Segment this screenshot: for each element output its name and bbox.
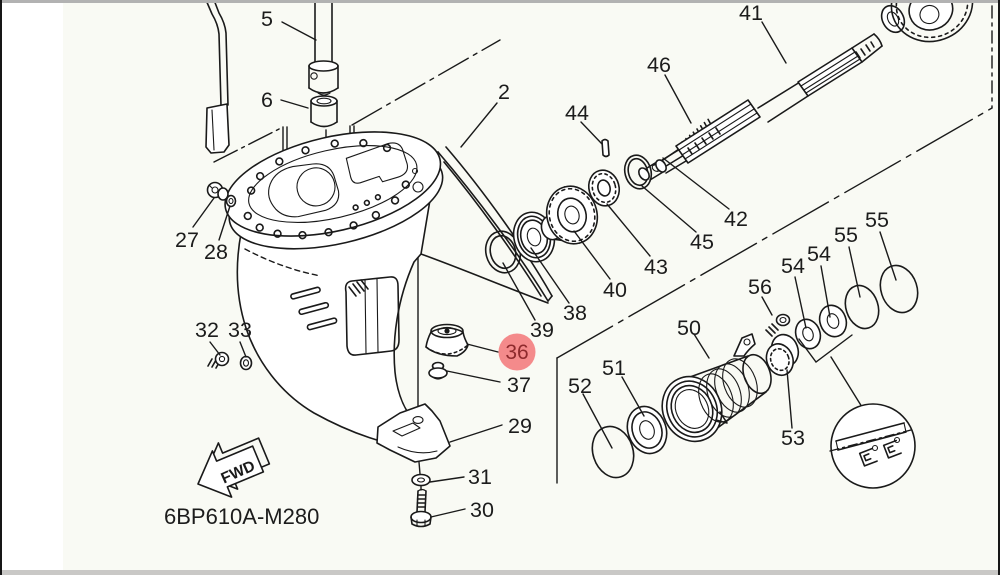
bottom-scrollbar[interactable]: [0, 570, 1000, 575]
pin-44-drawing: [601, 138, 610, 158]
part-label-38: 38: [563, 301, 587, 325]
part-label-32: 32: [195, 318, 219, 342]
part-label-51: 51: [602, 356, 626, 380]
leader-42: [662, 157, 730, 210]
leader-41: [761, 21, 787, 64]
part-label-39: 39: [530, 318, 554, 342]
leader-27: [192, 197, 215, 228]
part-label-53: 53: [781, 426, 805, 450]
leader-2: [460, 102, 498, 148]
leader-32: [209, 341, 221, 356]
leader-38: [530, 247, 570, 304]
prop-shaft-drawing: [638, 0, 974, 181]
leader-54a: [794, 276, 807, 329]
part-label-27: 27: [175, 228, 199, 252]
part-label-55a: 55: [834, 223, 858, 247]
leader-6: [280, 99, 309, 109]
leader-55b: [879, 231, 897, 281]
bushing-53-drawing: [765, 333, 800, 377]
part-label-5: 5: [261, 7, 273, 31]
leader-54b: [820, 265, 831, 318]
part-label-50: 50: [677, 316, 701, 340]
part-label-56: 56: [748, 275, 772, 299]
screw-27-28-drawing: [206, 181, 237, 208]
part-label-6: 6: [261, 88, 273, 112]
leader-55a: [848, 246, 861, 298]
highlight-circle[interactable]: [498, 333, 536, 371]
leader-31: [429, 476, 465, 483]
leader-45: [641, 185, 697, 233]
leader-46: [664, 74, 692, 124]
fwd-arrow: FWD: [197, 437, 271, 498]
part-label-30: 30: [470, 498, 494, 522]
detail-circle: [829, 403, 916, 489]
leader-5: [281, 21, 317, 41]
part-label-31: 31: [468, 465, 492, 489]
part-label-28: 28: [204, 240, 228, 264]
leader-40: [573, 230, 611, 280]
part-label-41: 41: [739, 1, 763, 25]
detail-leader: [830, 356, 863, 408]
part-label-52: 52: [568, 374, 592, 398]
leader-43: [606, 203, 651, 257]
leader-50: [693, 333, 710, 359]
part-37-drawing: [428, 361, 448, 380]
leader-51: [621, 376, 645, 417]
part-label-42: 42: [724, 207, 748, 231]
leader-36: [466, 343, 499, 353]
leader-56: [761, 296, 773, 316]
washer-31-drawing: [411, 473, 431, 487]
bracket-29-drawing: [376, 403, 451, 463]
bolt-30-drawing: [410, 488, 432, 528]
part-label-55b: 55: [865, 208, 889, 232]
part-label-33: 33: [228, 318, 252, 342]
part-label-46: 46: [647, 53, 671, 77]
washer-54-drawing: [794, 318, 822, 350]
leader-28: [218, 205, 231, 241]
part-label-40: 40: [603, 278, 627, 302]
bolt-56-drawing: [765, 313, 791, 337]
leader-29: [449, 424, 503, 443]
screw-32-33-drawing: [207, 351, 253, 371]
part-label-2: 2: [498, 80, 510, 104]
part-label-45: 45: [690, 230, 714, 254]
part-label-37: 37: [507, 373, 531, 397]
o-ring-55-drawing: [844, 284, 880, 330]
shift-rod-drawing: [205, 0, 230, 154]
leader-53: [786, 369, 793, 429]
leader-lines: [192, 21, 897, 518]
part-label-29: 29: [508, 414, 532, 438]
o-ring-52-drawing: [591, 425, 635, 479]
drawing-code: 6BP610A-M280: [164, 504, 319, 529]
part-label-43: 43: [644, 255, 668, 279]
part-label-44: 44: [565, 101, 589, 125]
part-label-36[interactable]: 36: [505, 341, 528, 364]
top-edge-bar: [0, 0, 1000, 3]
fwd-arrow-front: [197, 445, 265, 498]
leader-37: [446, 370, 501, 383]
left-edge-border: [0, 0, 2, 575]
driveshaft-drawing: [308, 0, 339, 96]
leader-44: [580, 121, 603, 145]
part-label-54b: 54: [807, 242, 831, 266]
carrier-50-drawing: [661, 333, 772, 443]
leader-52: [582, 393, 613, 449]
gearcase-housing-drawing: [224, 131, 553, 448]
leader-30: [430, 508, 466, 518]
part-36-drawing: [425, 323, 469, 357]
bushing-drawing: [310, 95, 338, 128]
leader-39: [502, 262, 536, 321]
leader-33: [239, 341, 247, 358]
part-labels: 5 6 2 27 28 32 33 29 31 30 37 38 39 40 4…: [175, 1, 889, 522]
right-edge-border: [998, 0, 1000, 575]
part-label-54a: 54: [781, 254, 805, 278]
highlighted-part-badge[interactable]: 36: [498, 333, 536, 371]
